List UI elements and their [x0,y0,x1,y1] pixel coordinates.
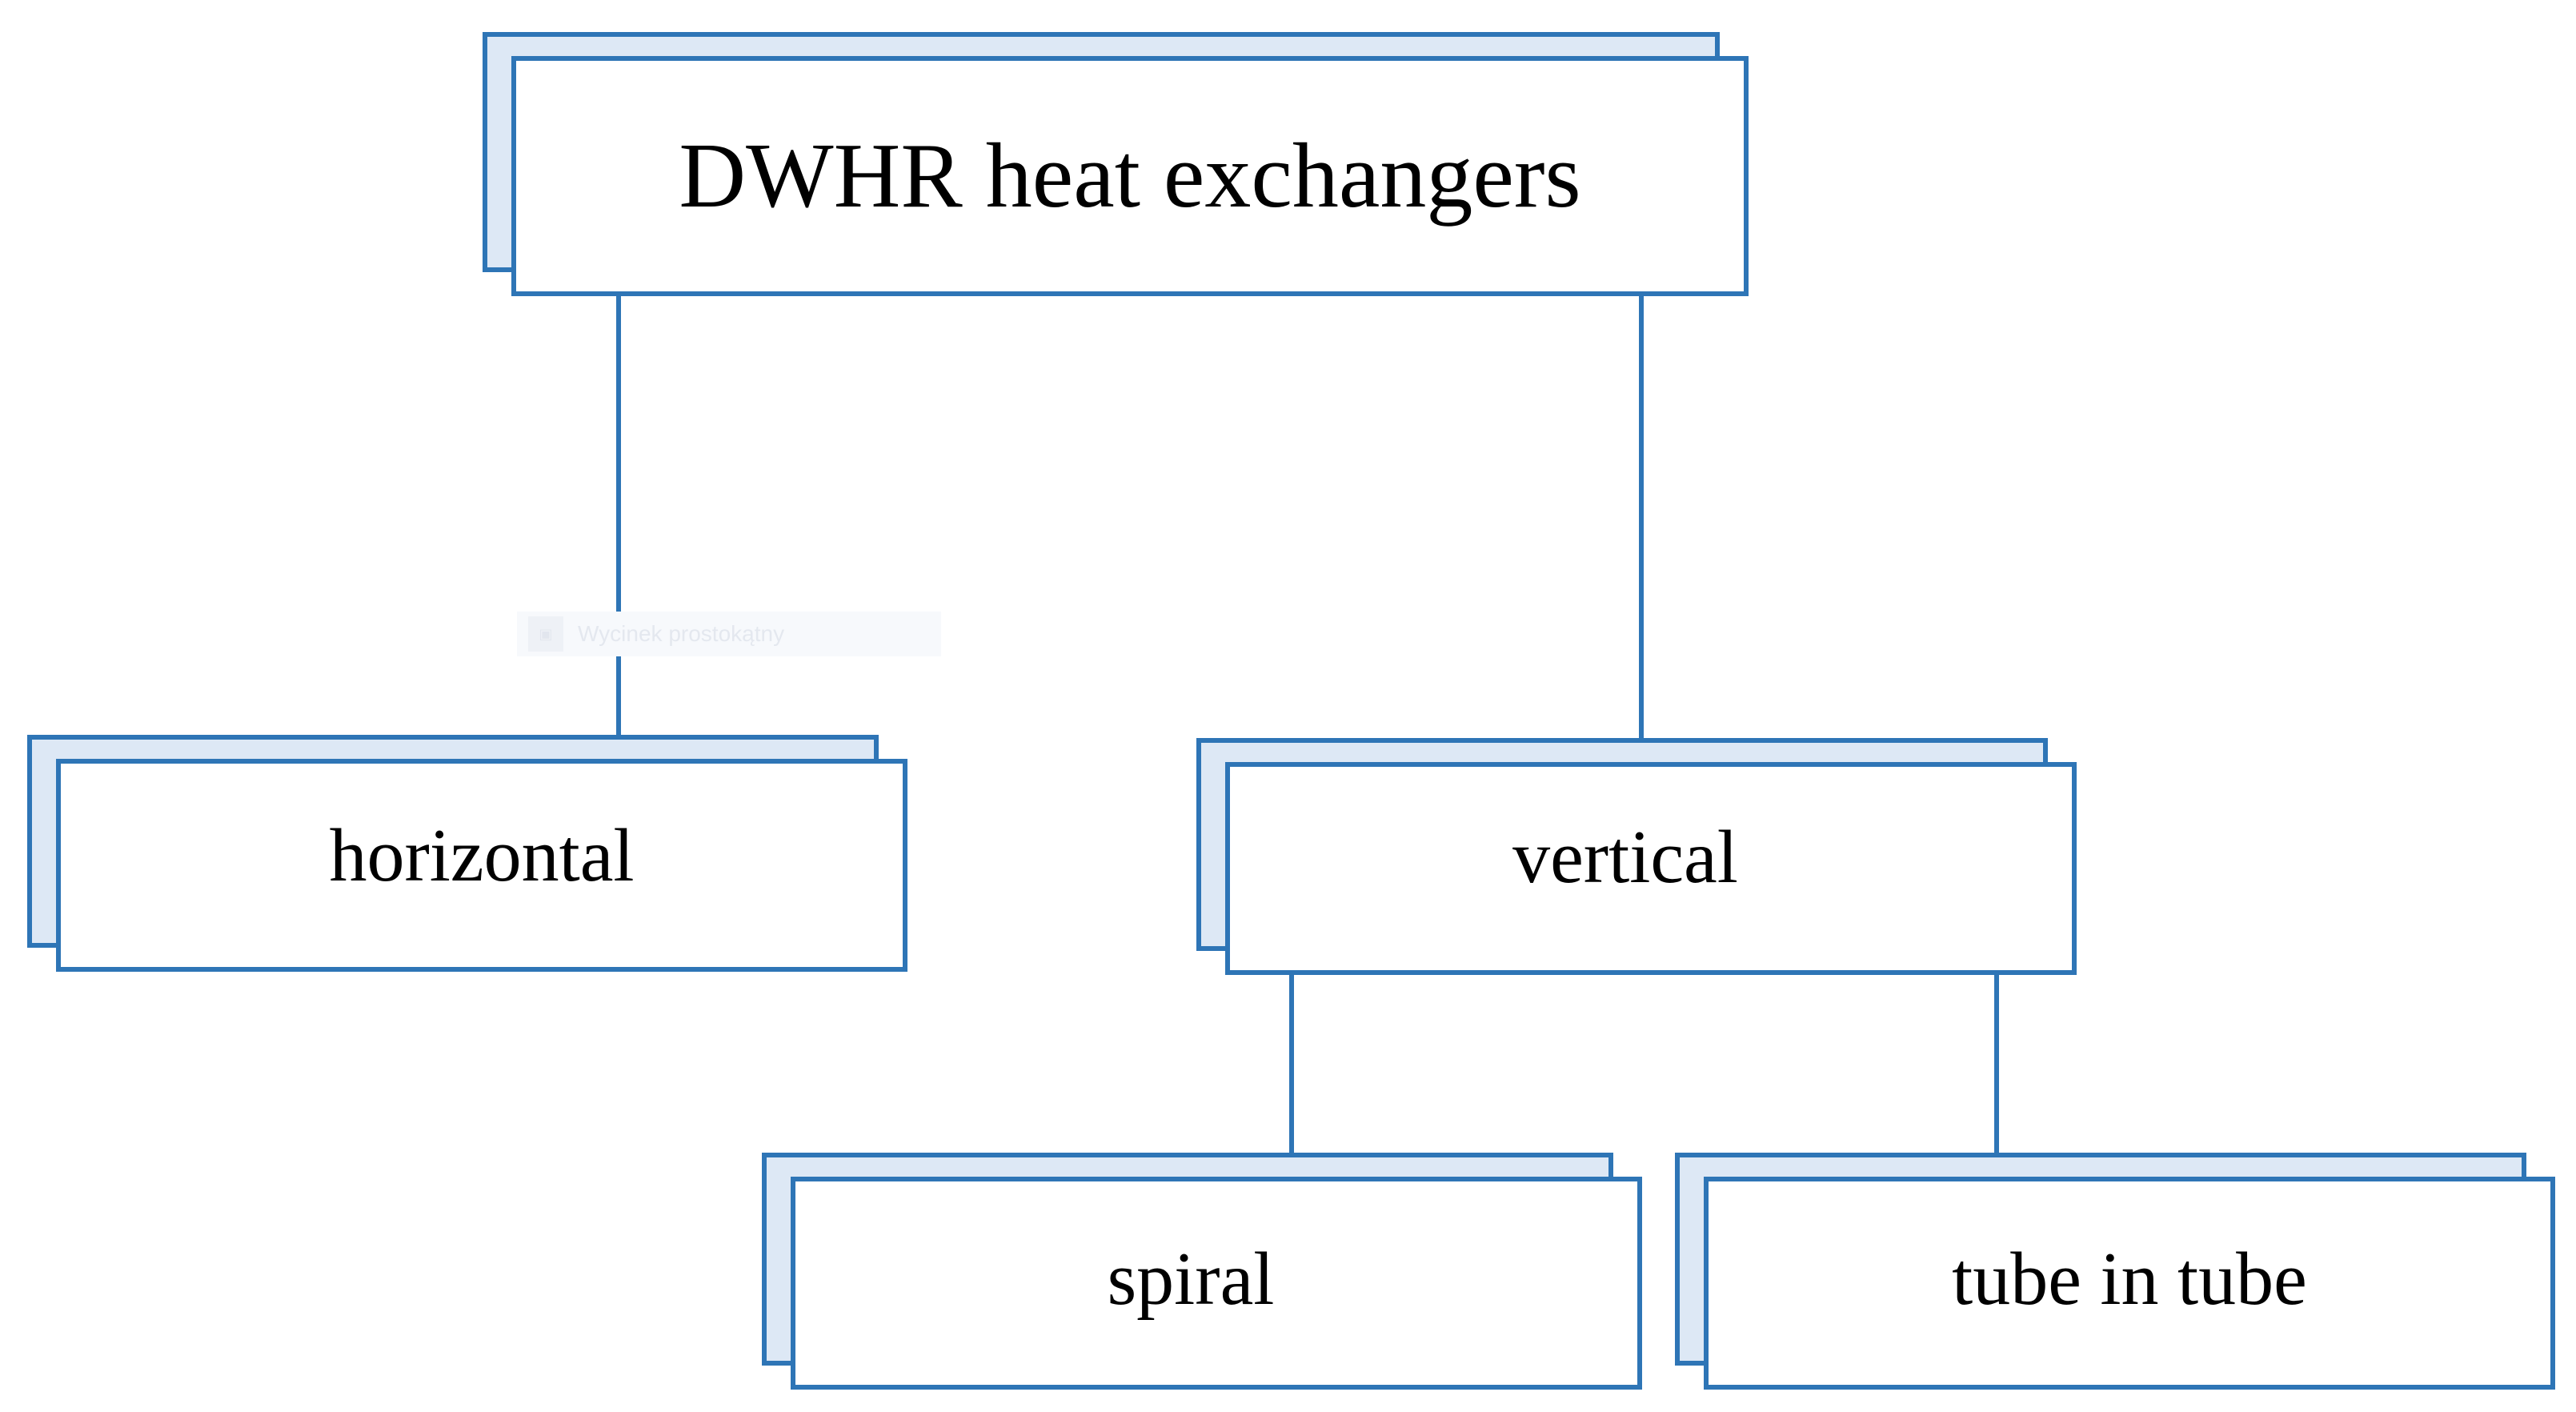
node-spiral: spiral [762,1153,1642,1390]
node-horizontal-box [56,759,907,972]
node-vertical: vertical [1196,738,2077,977]
node-spiral-box [791,1177,1642,1390]
node-root-box [511,56,1749,296]
node-root: DWHR heat exchangers [483,32,1749,296]
node-vertical-box [1225,762,2077,975]
node-horizontal: horizontal [27,735,907,973]
picture-icon: ▣ [528,616,563,652]
node-root-label: DWHR heat exchangers [679,124,1581,227]
node-tube-in-tube-box [1704,1177,2555,1390]
node-tube-in-tube-label: tube in tube [1952,1238,2307,1321]
connector-vertical-tube-in-tube [1994,973,1999,1177]
node-spiral-label: spiral [1107,1238,1275,1321]
watermark-text: Wycinek prostokątny [578,621,785,646]
connector-root-vertical [1639,296,1644,760]
node-horizontal-label: horizontal [329,814,635,897]
node-vertical-label: vertical [1512,816,1738,899]
node-tube-in-tube: tube in tube [1675,1153,2555,1390]
snipping-watermark: ▣ Wycinek prostokątny [517,612,941,656]
connector-vertical-spiral [1289,973,1294,1177]
connector-root-horizontal [616,296,621,760]
